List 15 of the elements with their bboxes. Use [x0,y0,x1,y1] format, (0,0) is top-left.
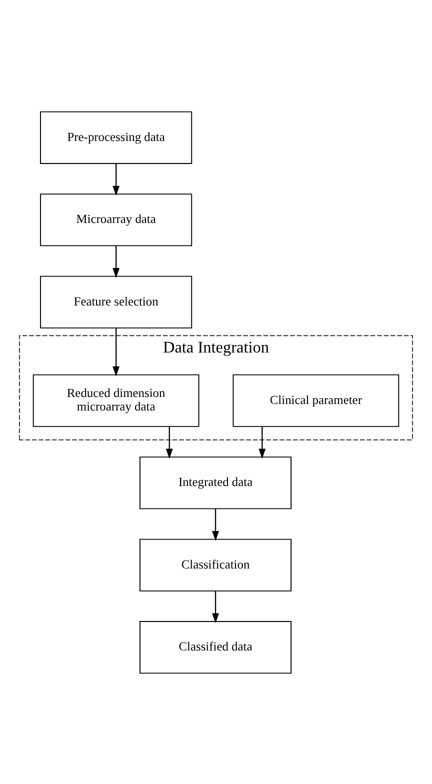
arrow [212,590,220,623]
node-box: Classification [140,538,292,591]
arrow [166,426,173,458]
node-box: Feature selection [40,275,192,328]
node-box: Integrated data [140,456,292,509]
arrow [112,245,120,278]
node-box: Reduced dimension microarray data [32,374,200,426]
node-box: Pre-processing data [40,110,192,164]
arrow [258,426,266,458]
node-box: Classified data [140,620,292,674]
node-box: Clinical parameter [232,374,400,426]
node-box: Microarray data [40,193,192,246]
arrow [212,508,220,540]
arrow [112,328,120,376]
arrow [112,163,120,196]
